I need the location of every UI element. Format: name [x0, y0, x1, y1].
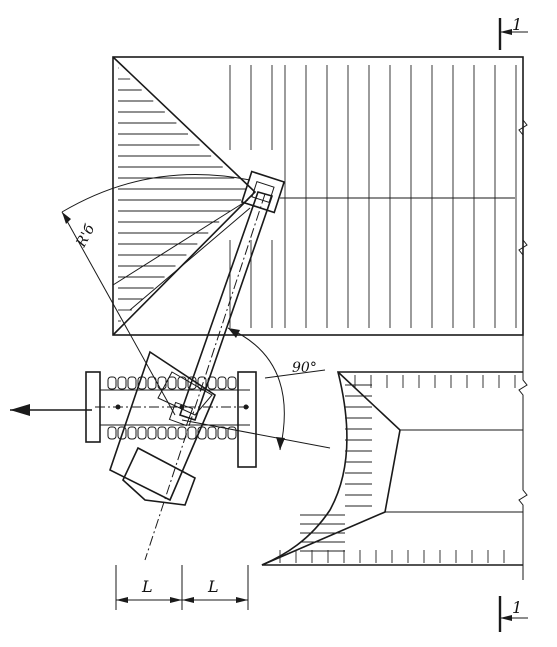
dimension-lines: L L [115, 565, 249, 610]
track-link [227, 426, 237, 440]
angle-arc [227, 327, 285, 451]
stockpile-outline [112, 56, 524, 336]
angle-annotation: 90° [181, 327, 331, 451]
cab [157, 371, 213, 416]
excavated-triangle [112, 56, 257, 336]
track-link [107, 376, 117, 390]
excavator-boom [112, 170, 286, 561]
axle-point-front [243, 404, 249, 410]
travel-arrowhead [10, 404, 30, 416]
bucket-inner [251, 180, 275, 204]
track-link [207, 426, 217, 440]
radius-label: R'б [73, 222, 99, 251]
axle-point-rear [115, 404, 121, 410]
section-bottom-arrowhead [500, 615, 512, 621]
dim-arrow-2 [170, 597, 182, 603]
travel-direction [10, 404, 92, 416]
top-track [107, 376, 237, 390]
angle-label: 90° [292, 360, 317, 376]
triangle-hatching [118, 67, 246, 322]
track-link [127, 426, 137, 440]
track-link [147, 426, 157, 440]
bucket [240, 170, 286, 214]
dim-arrow-4 [236, 597, 248, 603]
track-link [217, 426, 227, 440]
lower-pile-outline [261, 371, 523, 566]
angle-leader [264, 369, 326, 379]
break-line [518, 57, 528, 580]
lower-pile-hatching [279, 375, 516, 563]
track-link [187, 426, 197, 440]
dim-label-left: L [141, 577, 153, 596]
dig-radius-line [181, 419, 331, 449]
track-link [177, 376, 187, 390]
radius-arrowhead [62, 212, 71, 224]
track-link [177, 426, 187, 440]
angle-arrowhead-top [228, 328, 240, 338]
angle-arrowhead-bottom [276, 437, 285, 450]
dig-line-1 [112, 199, 249, 286]
section-mark-bottom-label: 1 [512, 598, 522, 617]
upper-stockpile [112, 56, 524, 336]
counterweight [122, 446, 196, 506]
section-mark-top-label: 1 [512, 15, 522, 34]
track-link [207, 376, 217, 390]
dim-arrow-3 [182, 597, 194, 603]
track-link [117, 426, 127, 440]
track-link [157, 426, 167, 440]
axle-point-mid [179, 404, 185, 410]
section-top-arrowhead [500, 29, 512, 35]
lower-stockpile [261, 371, 523, 566]
track-link [217, 376, 227, 390]
boom-pivot [168, 401, 194, 427]
track-link [227, 376, 237, 390]
track-link [137, 426, 147, 440]
dim-arrow-1 [116, 597, 128, 603]
pile-hatching [229, 65, 517, 328]
front-crawler [237, 371, 257, 468]
lower-pile-inner-edge [261, 371, 401, 566]
excavator-body [85, 350, 257, 506]
track-link [127, 376, 137, 390]
section-line: 1 1 [498, 15, 528, 632]
track-link [147, 376, 157, 390]
boom-axis [144, 193, 266, 561]
track-link [107, 426, 117, 440]
track-link [117, 376, 127, 390]
track-link [167, 376, 177, 390]
radius-arc [61, 173, 251, 213]
boom [178, 191, 274, 422]
bottom-track [107, 426, 237, 440]
track-link [167, 426, 177, 440]
platform [109, 350, 216, 502]
dim-label-right: L [207, 577, 219, 596]
dig-line-2 [129, 207, 251, 311]
